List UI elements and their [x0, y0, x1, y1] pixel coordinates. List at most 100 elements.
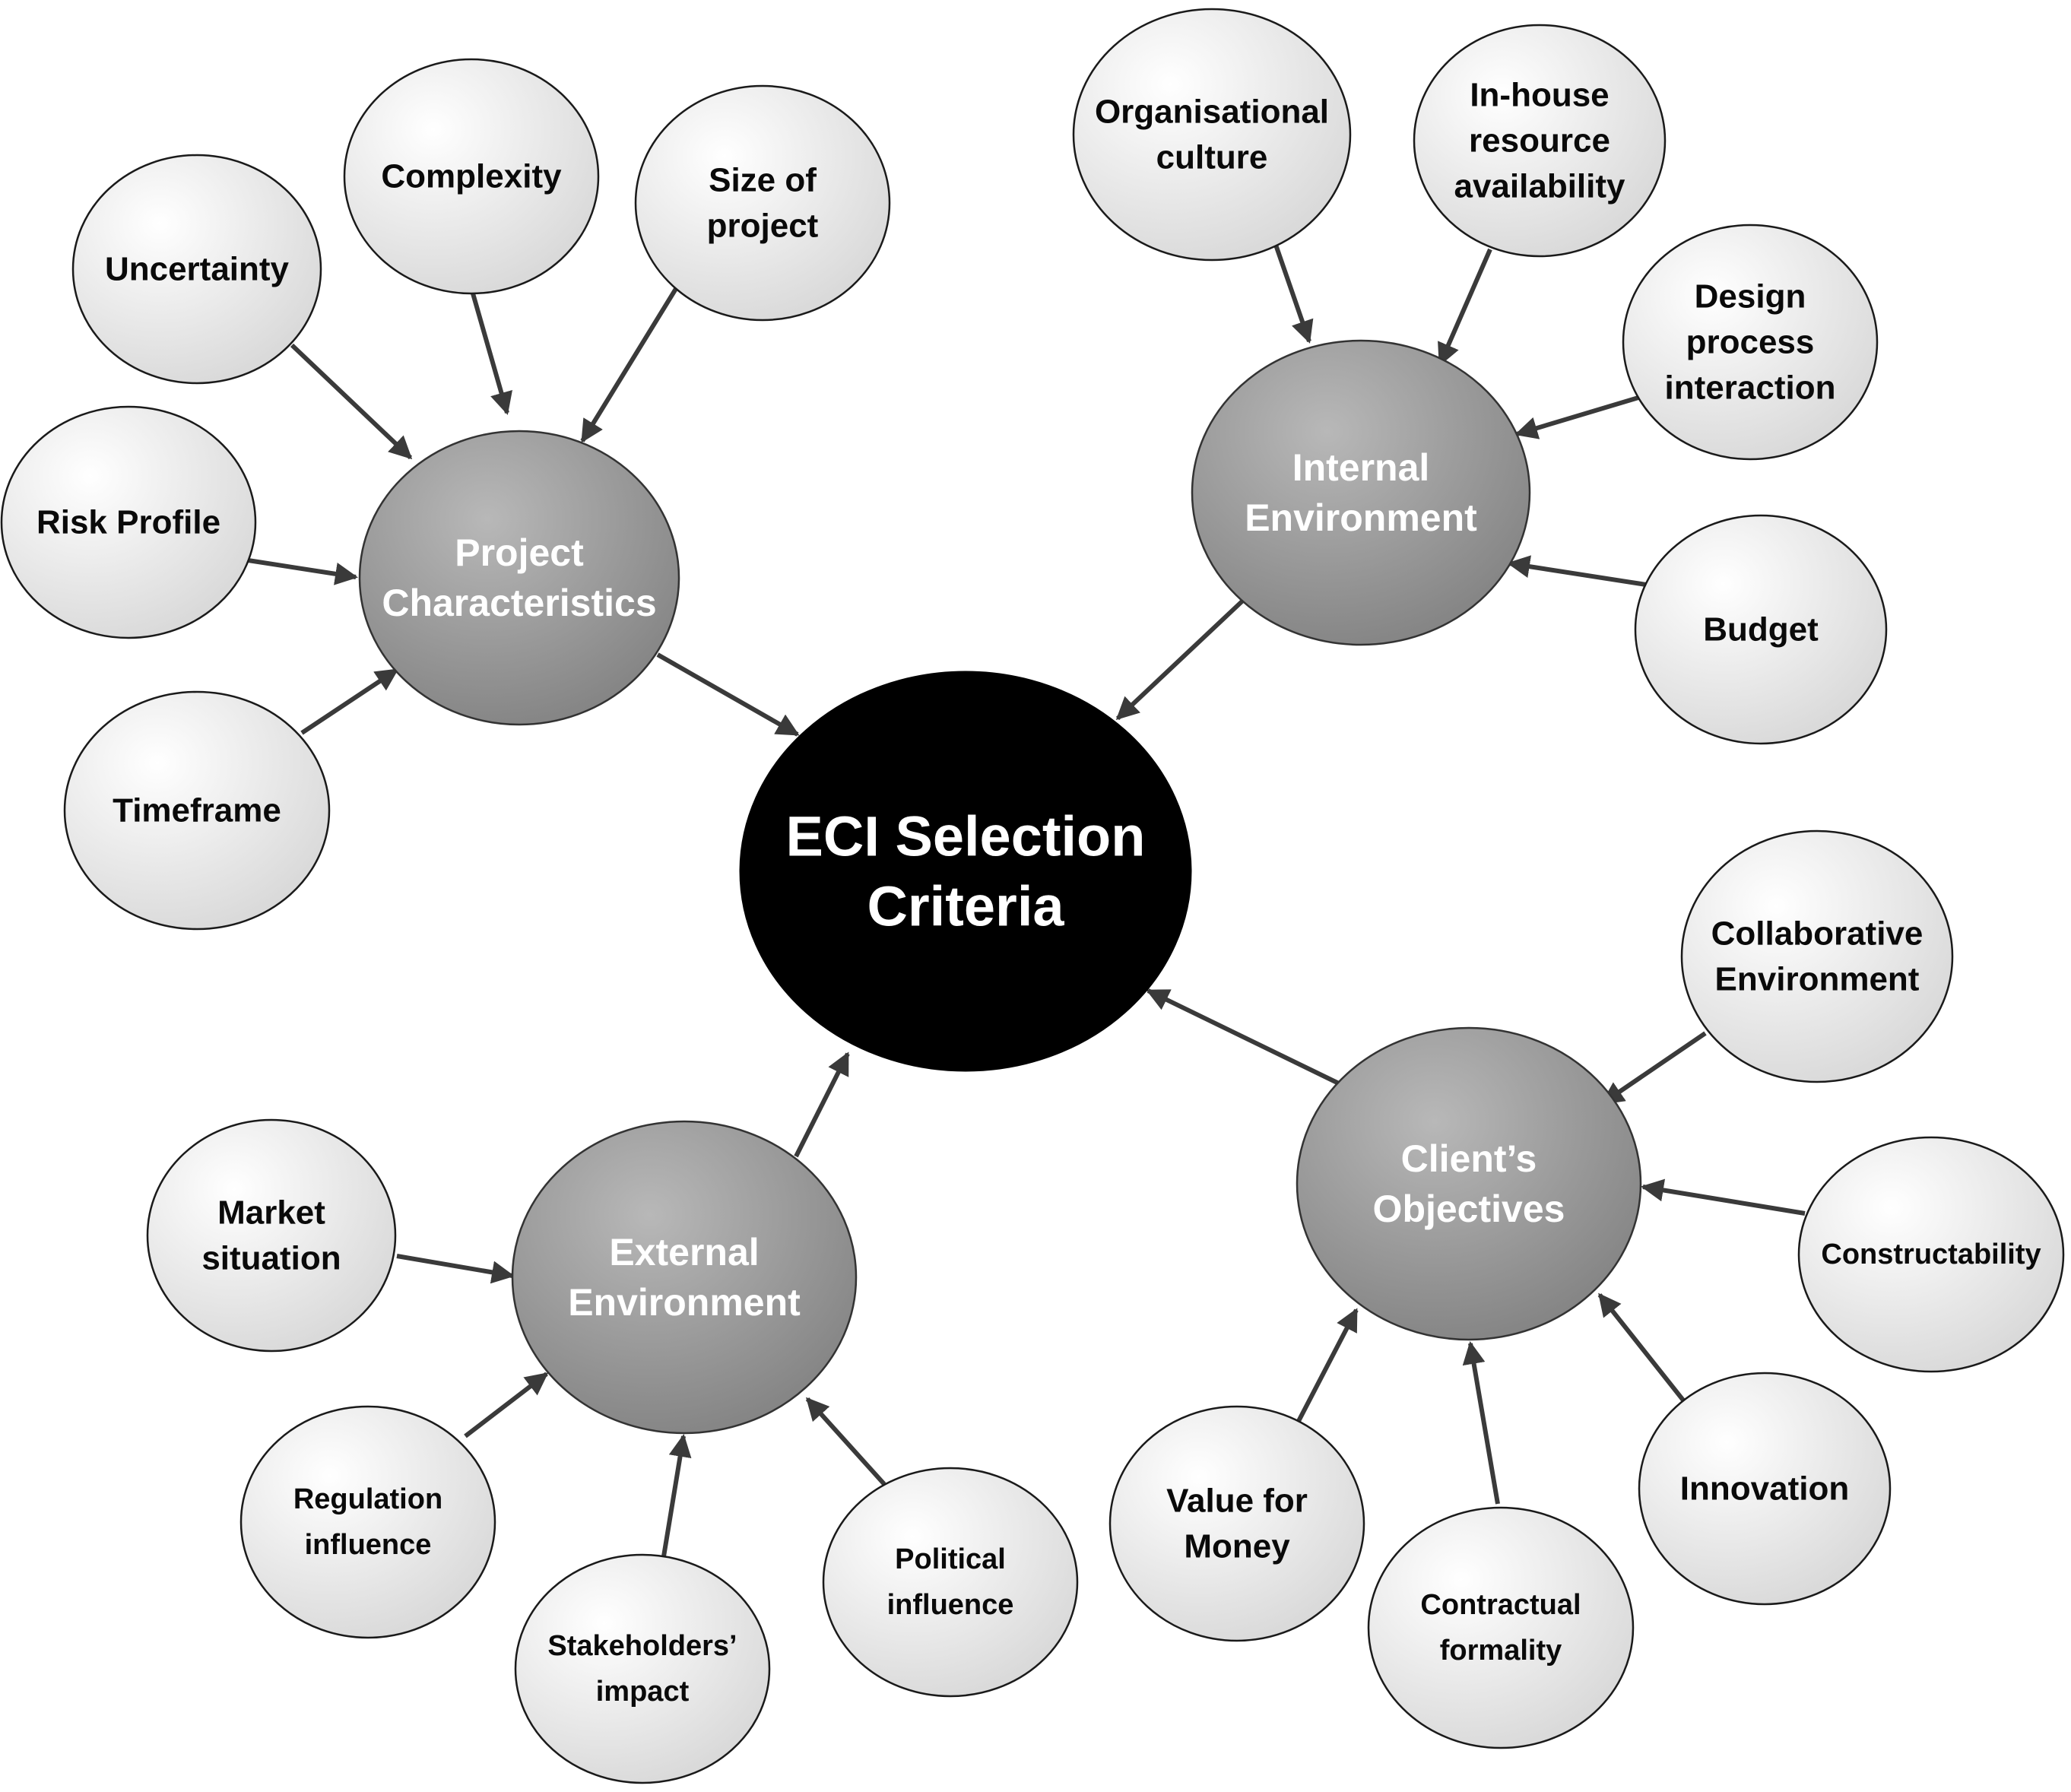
- factor-circle: [822, 1467, 1079, 1698]
- constructability-arrow: [1641, 1178, 1806, 1216]
- factor-label-size-of-project-line: project: [707, 208, 819, 245]
- factor-circle: [1072, 8, 1352, 262]
- factor-circle: [514, 1553, 771, 1784]
- factor-label-risk-profile-line: Risk Profile: [36, 504, 220, 541]
- organisational-culture-arrow: [1273, 244, 1314, 344]
- factor-node-budget: Budget: [1634, 514, 1888, 745]
- factor-label-contractual-formality-line: Contractual: [1420, 1589, 1581, 1621]
- factor-label-political-influence-line: Political: [895, 1543, 1006, 1575]
- factor-node-complexity: Complexity: [343, 58, 600, 295]
- innovation-arrow: [1597, 1292, 1686, 1403]
- factor-label-organisational-culture-line: Organisational: [1095, 94, 1329, 131]
- factor-label-market-situation-line: situation: [201, 1240, 341, 1277]
- factor-label-stakeholders-impact: Stakeholders’ impact: [547, 1630, 737, 1708]
- factor-circle: [1413, 24, 1667, 258]
- factor-circle: [1638, 1372, 1892, 1606]
- factor-node-innovation: Innovation: [1638, 1372, 1892, 1606]
- center-title-line: ECI Selection: [786, 805, 1146, 868]
- center-circle: [739, 671, 1192, 1072]
- factor-node-risk-profile: Risk Profile: [0, 405, 257, 639]
- arrows-layer: [243, 244, 1806, 1557]
- factor-label-design-process-interaction-line: Design: [1695, 278, 1806, 316]
- factor-circle: [1108, 1405, 1365, 1642]
- design-process-interaction-arrow: [1514, 395, 1639, 439]
- factor-label-constructability: Constructability: [1821, 1239, 2041, 1270]
- factor-label-value-for-money-line: Money: [1184, 1528, 1290, 1565]
- factor-label-regulation-influence-line: Regulation: [293, 1483, 442, 1515]
- factor-circle: [71, 154, 322, 385]
- factor-label-stakeholders-impact-line: Stakeholders’: [547, 1630, 737, 1662]
- hub-circle: [1191, 339, 1531, 646]
- hub-label-project-line: Project: [455, 531, 584, 574]
- size-of-project-arrow: [580, 280, 683, 443]
- complexity-arrow: [471, 293, 512, 415]
- factor-label-stakeholders-impact-line: impact: [596, 1676, 690, 1708]
- hub-label-external-line: Environment: [568, 1281, 801, 1324]
- hub-label-project-line: Characteristics: [382, 582, 656, 624]
- factor-label-in-house-resource-availability-line: resource: [1469, 122, 1610, 160]
- factor-label-design-process-interaction-line: process: [1686, 324, 1815, 361]
- factor-circle: [343, 58, 600, 295]
- factor-label-risk-profile: Risk Profile: [36, 504, 220, 541]
- factor-circle: [146, 1118, 397, 1353]
- factor-label-collaborative-environment-line: Environment: [1715, 961, 1920, 998]
- factor-label-budget-line: Budget: [1703, 611, 1819, 649]
- factor-label-timeframe-line: Timeframe: [113, 792, 281, 829]
- factor-label-organisational-culture: Organisational culture: [1095, 94, 1329, 176]
- factor-label-innovation: Innovation: [1680, 1470, 1849, 1508]
- factor-label-complexity: Complexity: [381, 158, 562, 195]
- hub-label-internal-line: Internal: [1292, 446, 1430, 489]
- hub-label-external-line: External: [609, 1231, 759, 1273]
- factor-label-constructability-line: Constructability: [1821, 1239, 2041, 1270]
- factor-label-contractual-formality-line: formality: [1440, 1635, 1562, 1667]
- factor-label-value-for-money-line: Value for: [1166, 1483, 1308, 1520]
- political-influence-arrow: [805, 1397, 886, 1486]
- factor-circle: [1367, 1506, 1635, 1749]
- budget-arrow: [1507, 555, 1647, 587]
- center-title-line: Criteria: [867, 875, 1064, 938]
- factor-label-innovation-line: Innovation: [1680, 1470, 1849, 1508]
- factor-label-uncertainty-line: Uncertainty: [105, 251, 290, 288]
- hub-label-client-line: Client’s: [1401, 1137, 1537, 1180]
- factor-circle: [0, 405, 257, 639]
- factor-circle: [239, 1405, 496, 1639]
- factor-node-uncertainty: Uncertainty: [71, 154, 322, 385]
- factor-label-budget: Budget: [1703, 611, 1819, 649]
- factor-circle: [63, 690, 331, 931]
- collaborative-environment-arrow: [1600, 1031, 1707, 1105]
- market-situation-arrow: [396, 1254, 515, 1284]
- uncertainty-arrow: [290, 343, 413, 460]
- risk-profile-arrow: [243, 557, 358, 585]
- factor-circle: [1797, 1136, 2065, 1373]
- value-for-money-arrow: [1295, 1308, 1359, 1426]
- factor-node-timeframe: Timeframe: [63, 690, 331, 931]
- factor-label-complexity-line: Complexity: [381, 158, 562, 195]
- contractual-formality-arrow: [1462, 1341, 1500, 1505]
- factor-label-collaborative-environment-line: Collaborative: [1711, 915, 1924, 953]
- factor-node-contractual-formality: Contractual formality: [1367, 1506, 1635, 1749]
- factor-label-organisational-culture-line: culture: [1156, 139, 1268, 176]
- factor-label-in-house-resource-availability-line: In-house: [1470, 77, 1609, 114]
